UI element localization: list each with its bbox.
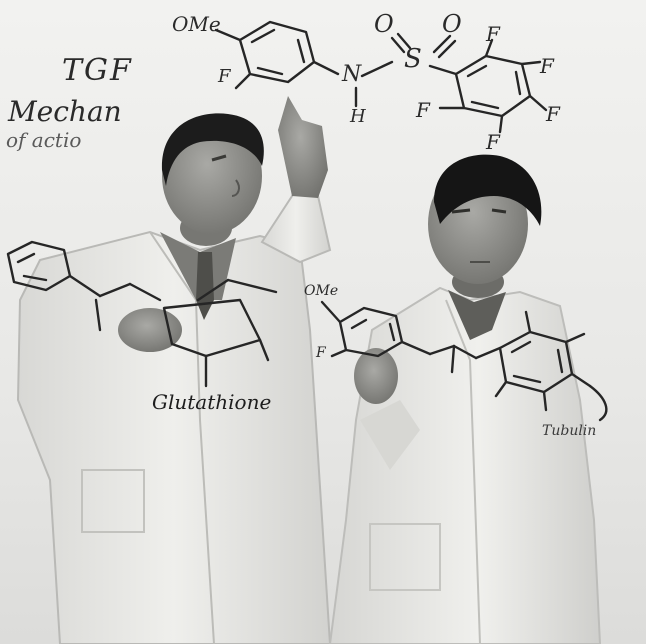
- label-ome-glass: OMe: [304, 283, 339, 299]
- label-f-ring-c: F: [546, 102, 560, 126]
- handwritten-mechanism: Mechan: [8, 95, 122, 128]
- label-f-ring-b: F: [540, 54, 554, 78]
- label-f-top-left: F: [218, 66, 231, 87]
- handwritten-of-action: of actio: [6, 128, 82, 152]
- glass-drawing: [6, 20, 608, 422]
- label-s-top: S: [404, 44, 422, 74]
- scientist-left-raised-arm: [260, 188, 332, 264]
- scientist-right: [328, 154, 602, 644]
- label-tubulin: Tubulin: [542, 423, 597, 439]
- scientist-left-hair: [161, 113, 264, 186]
- scientist-right-shirt: [448, 290, 506, 340]
- label-h-top: H: [350, 106, 366, 127]
- scientist-left: [16, 96, 332, 644]
- label-ome-top: OMe: [172, 12, 221, 36]
- scientist-left-raised-hand: [278, 96, 328, 198]
- label-f-ring-e: F: [416, 98, 430, 122]
- label-n-top: N: [342, 62, 362, 87]
- label-o-right: O: [442, 10, 462, 38]
- scientist-right-hand: [354, 348, 398, 404]
- label-glutathione: Glutathione: [152, 390, 272, 414]
- label-f-ring-d: F: [486, 130, 500, 154]
- label-f-glass: F: [316, 345, 326, 361]
- label-o-left: O: [374, 10, 394, 38]
- scientist-right-hair: [434, 154, 542, 226]
- glutathione-scaffold: [162, 298, 262, 358]
- handwritten-title: TGF: [62, 53, 133, 88]
- scientist-left-coat: [16, 230, 332, 644]
- label-f-ring-a: F: [486, 22, 500, 46]
